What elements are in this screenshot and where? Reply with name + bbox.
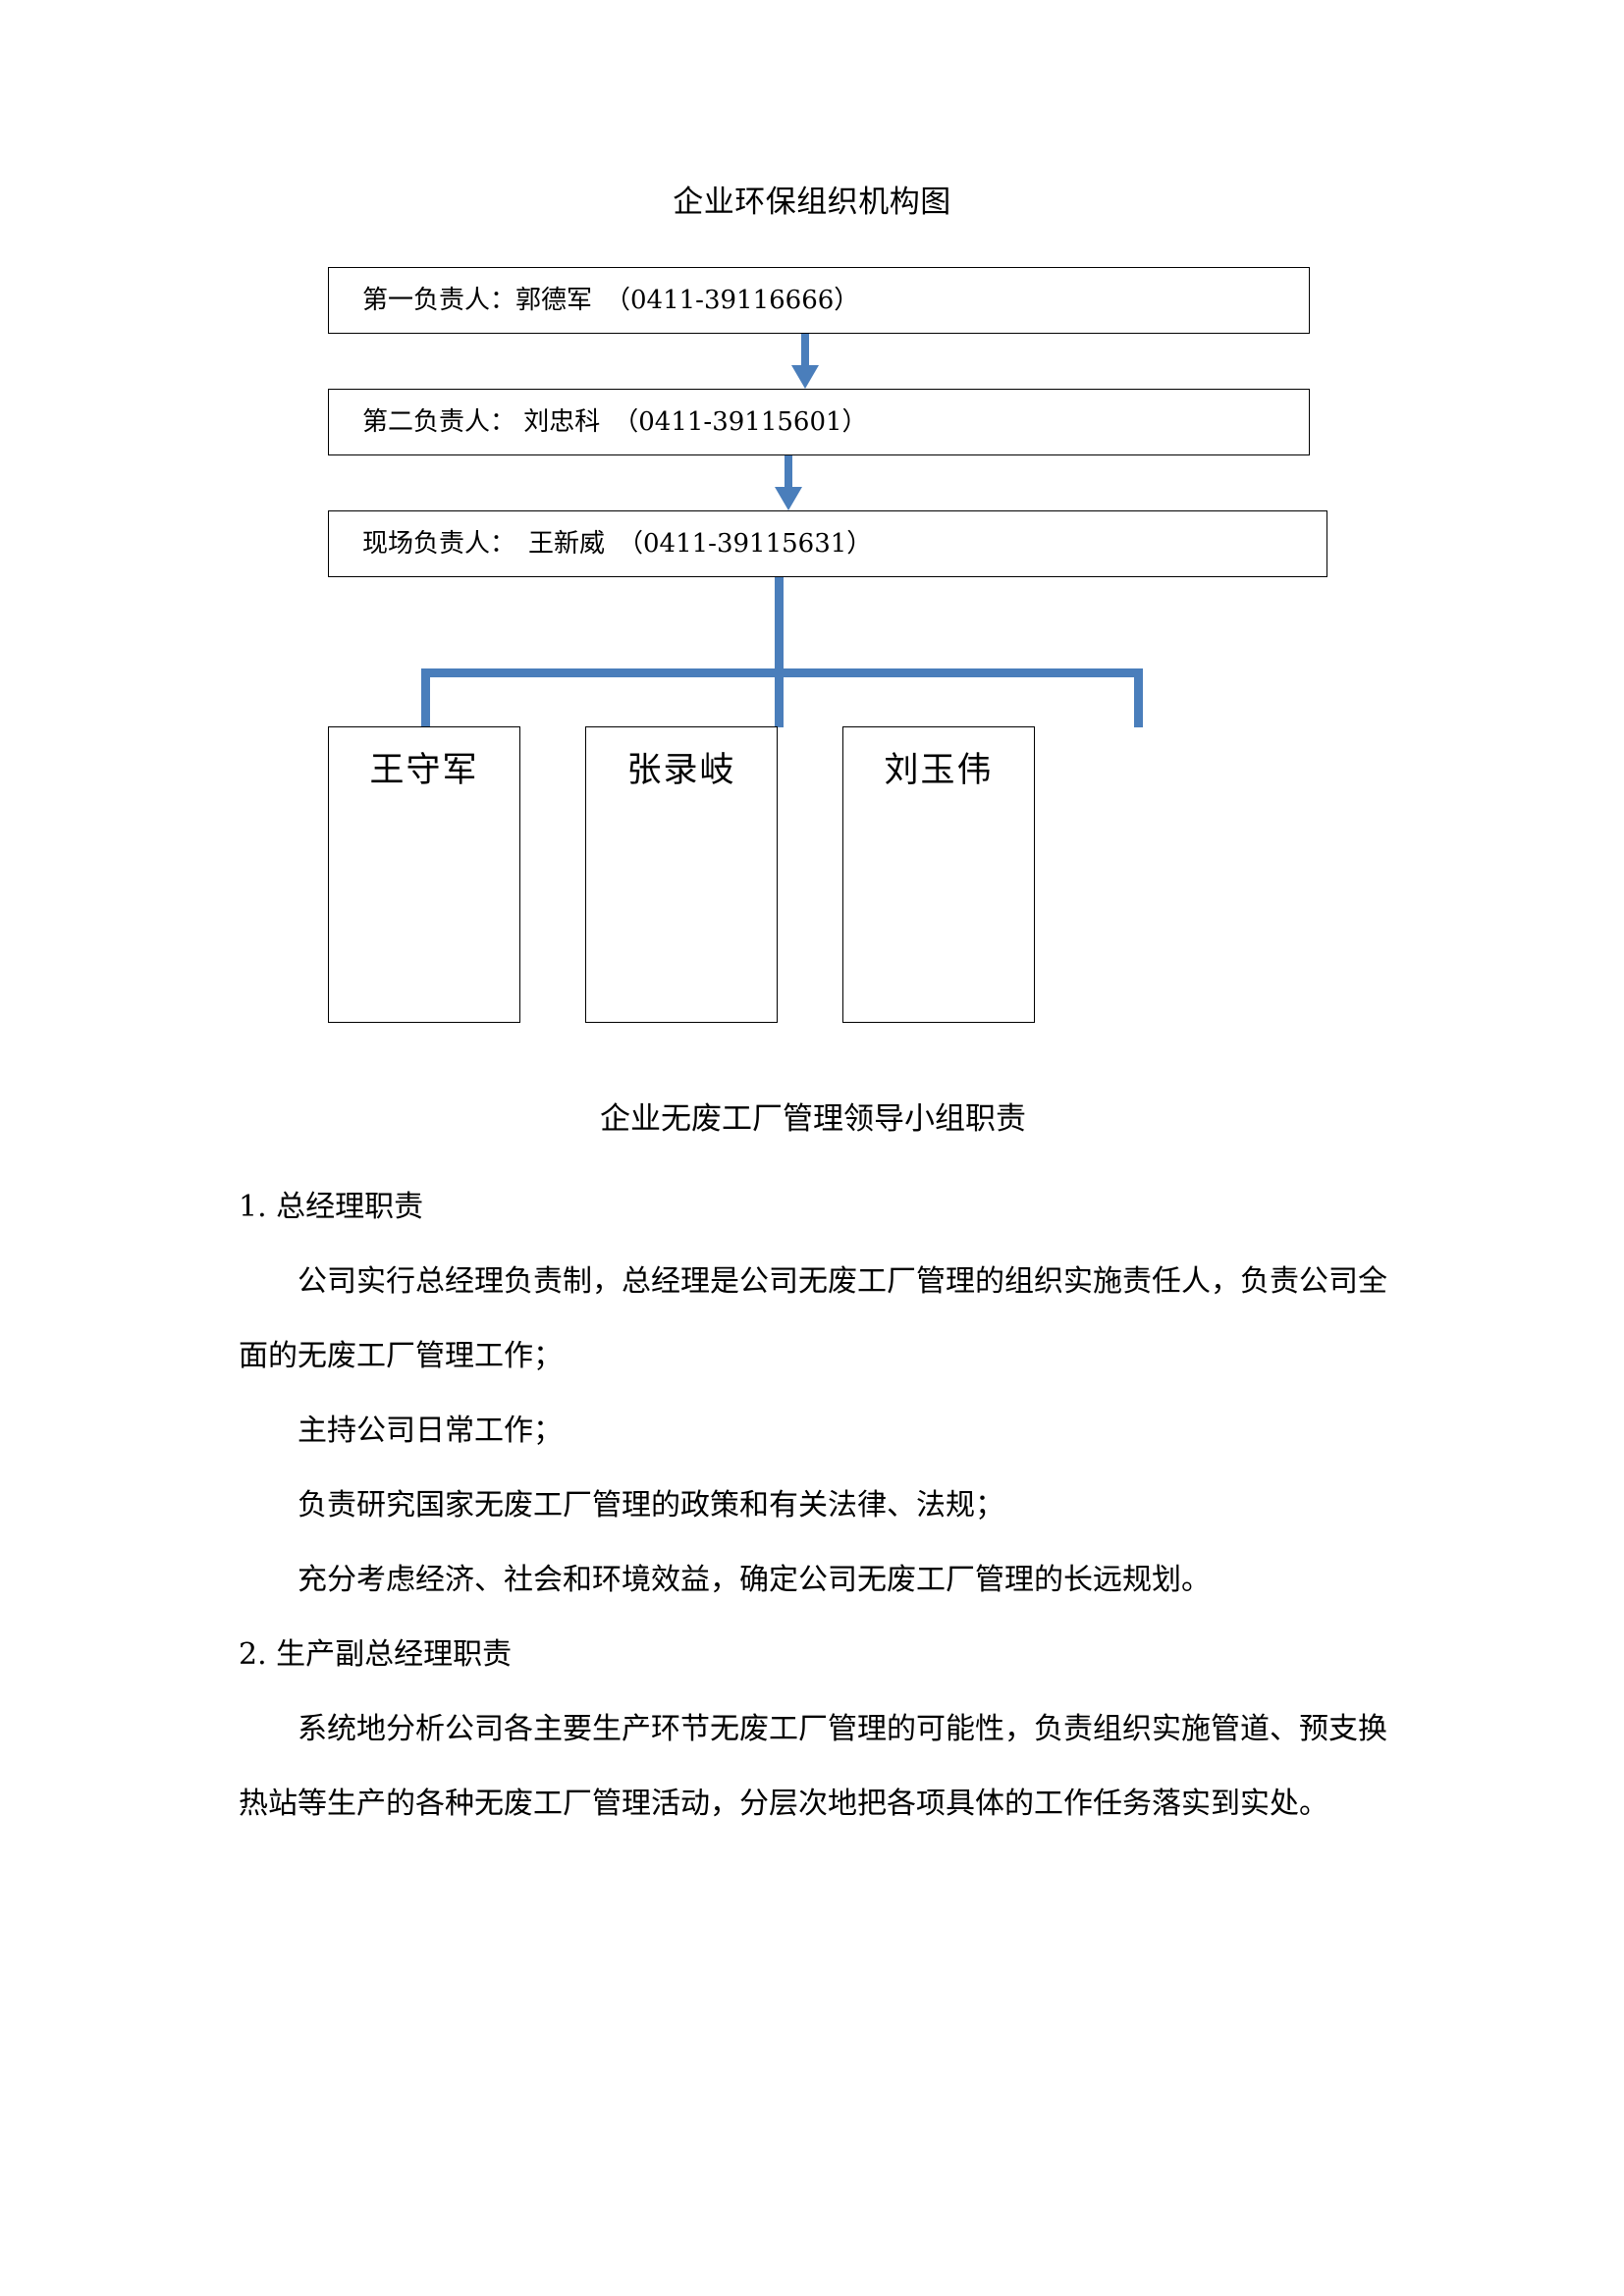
org-box-level-2-label: 第二负责人： 刘忠科 （0411-39115601） bbox=[362, 407, 868, 437]
arrow-head bbox=[775, 487, 802, 510]
arrow-shaft bbox=[801, 334, 809, 371]
arrow-head bbox=[791, 365, 819, 389]
down-arrow-icon bbox=[775, 455, 802, 510]
section-1-paragraph-3: 负责研究国家无废工厂管理的政策和有关法律、法规； bbox=[298, 1488, 1004, 1522]
connector-stem bbox=[775, 577, 784, 675]
org-box-level-1-label: 第一负责人：郭德军 （0411-39116666） bbox=[362, 286, 860, 315]
org-box-level-3: 现场负责人： 王新威 （0411-39115631） bbox=[328, 510, 1327, 577]
org-member-box-1: 王守军 bbox=[328, 726, 520, 1023]
org-member-name-1: 王守军 bbox=[369, 751, 479, 790]
connector-drop-1 bbox=[421, 668, 430, 727]
down-arrow-icon bbox=[791, 334, 819, 389]
org-member-name-2: 张录岐 bbox=[626, 751, 736, 790]
connector-drop-3 bbox=[1134, 668, 1143, 727]
org-chart: 第一负责人：郭德军 （0411-39116666） 第二负责人： 刘忠科 （04… bbox=[328, 267, 1327, 1023]
org-box-level-3-label: 现场负责人： 王新威 （0411-39115631） bbox=[362, 529, 873, 559]
section-title: 企业无废工厂管理领导小组职责 bbox=[600, 1101, 1026, 1137]
org-member-name-3: 刘玉伟 bbox=[884, 751, 994, 790]
org-box-level-2: 第二负责人： 刘忠科 （0411-39115601） bbox=[328, 389, 1310, 455]
section-heading-1: 1. 总经理职责 bbox=[239, 1190, 424, 1224]
section-1-paragraph-2: 主持公司日常工作； bbox=[298, 1414, 563, 1448]
arrow-shaft bbox=[785, 455, 792, 493]
section-1-paragraph-1: 公司实行总经理负责制，总经理是公司无废工厂管理的组织实施责任人，负责公司全面的无… bbox=[239, 1264, 1387, 1373]
org-box-level-1: 第一负责人：郭德军 （0411-39116666） bbox=[328, 267, 1310, 334]
section-heading-2: 2. 生产副总经理职责 bbox=[239, 1637, 513, 1672]
diagram-title: 企业环保组织机构图 bbox=[673, 185, 951, 220]
document-body: 企业无废工厂管理领导小组职责 1. 总经理职责 公司实行总经理负责制，总经理是公… bbox=[239, 1097, 1387, 1842]
section-2-paragraph-1: 系统地分析公司各主要生产环节无废工厂管理的可能性，负责组织实施管道、预支换热站等… bbox=[239, 1712, 1387, 1821]
section-1-paragraph-4: 充分考虑经济、社会和环境效益，确定公司无废工厂管理的长远规划。 bbox=[298, 1563, 1211, 1597]
org-member-box-2: 张录岐 bbox=[585, 726, 778, 1023]
connector-drop-2 bbox=[775, 668, 784, 727]
org-member-box-3: 刘玉伟 bbox=[842, 726, 1035, 1023]
